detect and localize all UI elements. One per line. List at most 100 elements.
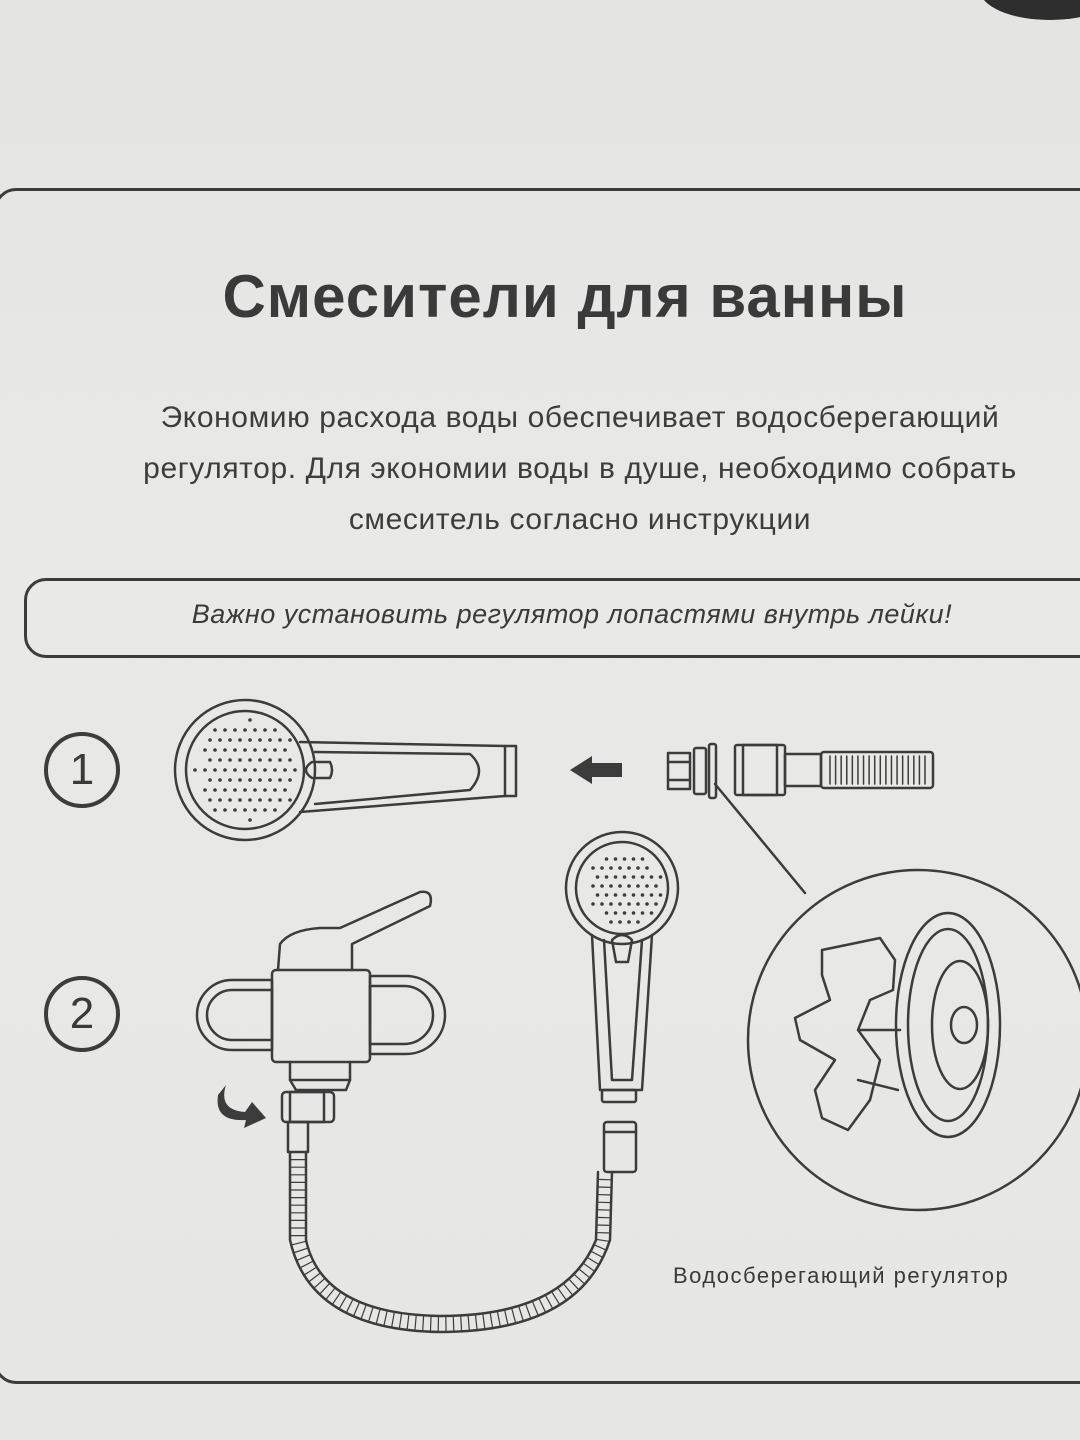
spray-hole xyxy=(203,748,207,752)
spray-hole xyxy=(604,857,609,861)
spray-hole xyxy=(654,902,658,906)
description-line-1: Экономию расхода воды обеспечивает водос… xyxy=(160,401,1000,434)
spray-hole xyxy=(223,768,227,772)
hose-rib xyxy=(568,1278,580,1291)
hose-rib xyxy=(398,1313,403,1329)
spray-hole xyxy=(613,911,618,915)
spray-hole xyxy=(658,893,663,897)
spray-hole xyxy=(218,758,222,762)
spray-hole xyxy=(213,808,217,812)
spray-hole xyxy=(228,798,232,802)
spray-hole xyxy=(258,758,262,762)
hose-rib xyxy=(496,1311,501,1327)
spray-hole xyxy=(627,884,631,888)
page-title: Смесители для ванны xyxy=(222,263,908,330)
spray-hole xyxy=(288,738,292,742)
spray-hole xyxy=(248,778,252,782)
spray-hole xyxy=(278,758,282,762)
hose-rib xyxy=(296,1254,311,1261)
spray-hole xyxy=(263,768,267,772)
spray-hole xyxy=(636,884,640,888)
spray-hole xyxy=(278,798,282,802)
spray-hole xyxy=(636,902,640,906)
spray-hole xyxy=(218,778,222,782)
hose-rib xyxy=(482,1313,486,1329)
spray-hole xyxy=(604,893,609,897)
spray-hole xyxy=(223,788,227,792)
spray-hole xyxy=(645,902,649,906)
description: Экономию расхода воды обеспечивает водос… xyxy=(30,392,1080,545)
hose-rib xyxy=(573,1273,585,1285)
spray-hole xyxy=(238,758,242,762)
spray-hole xyxy=(622,875,627,879)
spray-hole xyxy=(268,778,272,782)
spray-hole xyxy=(591,866,595,870)
mixer-faucet-icon xyxy=(195,890,447,1092)
spray-hole xyxy=(213,768,217,772)
spray-hole xyxy=(263,728,267,732)
spray-hole xyxy=(243,748,247,752)
spray-hole xyxy=(263,748,267,752)
spray-hole xyxy=(253,788,257,792)
hose-rib xyxy=(511,1308,517,1323)
spray-hole xyxy=(273,768,277,772)
spray-hole xyxy=(631,875,636,879)
spray-hole xyxy=(622,857,627,861)
spray-hole xyxy=(654,884,658,888)
spray-hole xyxy=(223,808,227,812)
shower-head-icon xyxy=(173,698,518,842)
spray-hole xyxy=(228,778,232,782)
spray-hole xyxy=(248,798,252,802)
rotate-arrow-icon xyxy=(217,1085,266,1128)
hose-rib xyxy=(375,1309,381,1324)
spray-hole xyxy=(613,893,618,897)
spray-hole xyxy=(627,920,631,924)
hose-rib xyxy=(578,1268,591,1279)
spray-hole xyxy=(640,911,645,915)
spray-hole xyxy=(609,866,613,870)
spray-hole xyxy=(263,808,267,812)
spray-hole xyxy=(631,857,636,861)
hose-rib xyxy=(303,1266,317,1276)
hose-rib xyxy=(299,1260,314,1269)
spray-hole xyxy=(238,798,242,802)
description-line-3: смеситель согласно инструкции xyxy=(348,503,812,536)
spray-hole xyxy=(613,875,618,879)
spray-hole xyxy=(600,884,604,888)
hose-rib xyxy=(582,1262,596,1272)
spray-hole xyxy=(609,920,613,924)
spray-hole xyxy=(613,857,618,861)
spray-hole xyxy=(595,875,600,879)
regulator-caption: Водосберегающий регулятор xyxy=(673,1263,1010,1288)
spray-hole xyxy=(288,798,292,802)
spray-hole xyxy=(658,875,663,879)
step-2-badge: 2 xyxy=(44,976,120,1052)
water-saving-regulator-icon xyxy=(666,742,718,800)
spray-hole xyxy=(273,788,277,792)
hose-rib xyxy=(353,1302,360,1317)
spray-hole xyxy=(640,893,645,897)
spray-hole xyxy=(233,768,237,772)
hose-rib xyxy=(391,1312,395,1328)
spray-hole xyxy=(631,893,636,897)
hose-rib xyxy=(308,1272,321,1283)
spray-hole xyxy=(640,857,645,861)
spray-hole xyxy=(618,884,622,888)
spray-hole xyxy=(609,902,613,906)
spray-hole xyxy=(645,866,649,870)
spray-hole xyxy=(273,728,277,732)
spray-hole xyxy=(243,768,247,772)
hose-rib xyxy=(545,1295,553,1309)
hose-nut-icon xyxy=(733,743,935,797)
hose-rib xyxy=(429,1316,432,1332)
spray-hole xyxy=(288,758,292,762)
spray-hole xyxy=(248,758,252,762)
spray-hole xyxy=(618,902,622,906)
spray-hole xyxy=(208,738,212,742)
spray-hole xyxy=(649,893,654,897)
spray-hole xyxy=(600,902,604,906)
hose-rib xyxy=(332,1291,342,1305)
spray-hole xyxy=(268,738,272,742)
spray-hole xyxy=(636,920,640,924)
spray-hole xyxy=(627,866,631,870)
